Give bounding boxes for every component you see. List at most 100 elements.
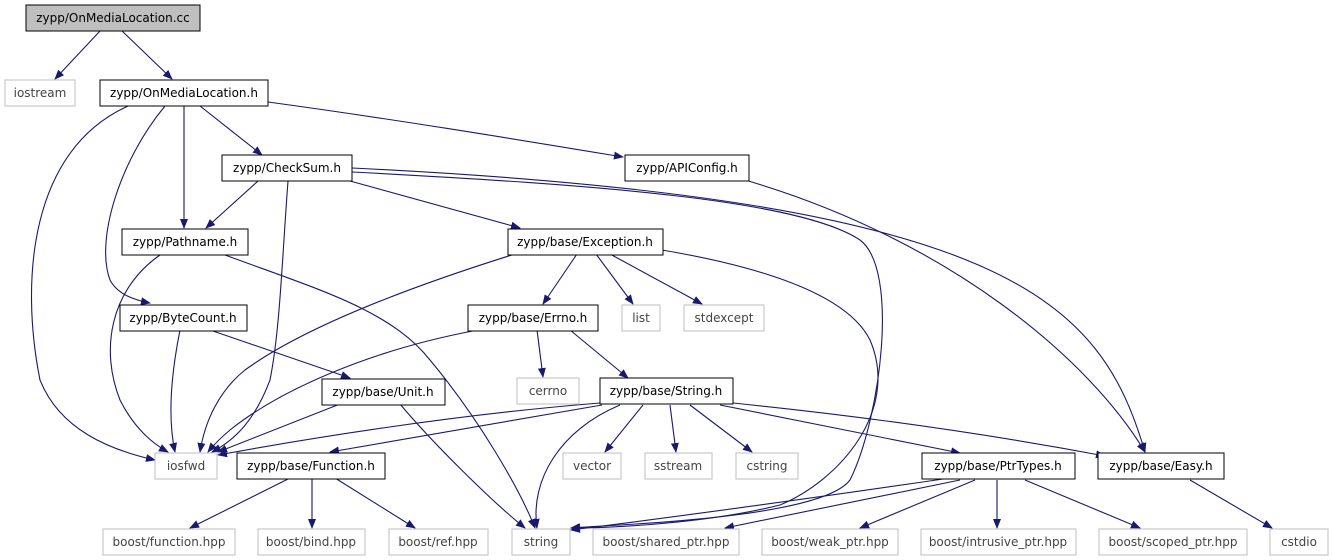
- node-label: boost/shared_ptr.hpp: [603, 535, 730, 549]
- edge-ptrtypes-boost-shared: [724, 479, 961, 531]
- node-string[interactable]: string: [511, 528, 571, 556]
- node-errno-h[interactable]: zypp/base/Errno.h: [467, 304, 599, 332]
- node-label: boost/function.hpp: [113, 535, 226, 549]
- edge-onmedialocation-bytecount: [105, 105, 166, 306]
- node-label: string: [524, 535, 558, 549]
- edge-string-h-cstring: [689, 404, 753, 453]
- edge-function-boost-function: [189, 477, 291, 529]
- edge-exception-iosfwd: [197, 253, 516, 453]
- edge-onmedialocation-iosfwd: [30, 105, 156, 462]
- node-label: boost/intrusive_ptr.hpp: [929, 535, 1067, 549]
- edge-ptrtypes-boost-scoped: [1024, 479, 1141, 529]
- node-label: zypp/APIConfig.h: [636, 161, 738, 175]
- edge-checksum-iosfwd: [211, 180, 289, 453]
- node-label: vector: [573, 459, 611, 473]
- edge-exception-stdexcept: [609, 253, 703, 305]
- edge-ptrtypes-string: [570, 477, 951, 533]
- node-boost-weak-ptr[interactable]: boost/weak_ptr.hpp: [761, 528, 899, 556]
- node-string-h[interactable]: zypp/base/String.h: [599, 377, 734, 405]
- node-root[interactable]: zypp/OnMediaLocation.cc: [25, 4, 201, 32]
- node-cstdio[interactable]: cstdio: [1269, 528, 1329, 556]
- node-list[interactable]: list: [621, 304, 661, 332]
- node-ptrtypes-h[interactable]: zypp/base/PtrTypes.h: [921, 452, 1076, 480]
- node-label: sstream: [654, 459, 702, 473]
- edge-apiconfig-easy: [744, 179, 1146, 453]
- edge-easy-cstdio: [1189, 479, 1273, 529]
- node-label: stdexcept: [695, 311, 754, 325]
- edge-exception-errno: [542, 253, 578, 305]
- node-boost-scoped-ptr[interactable]: boost/scoped_ptr.hpp: [1098, 528, 1248, 556]
- node-stdexcept[interactable]: stdexcept: [683, 304, 765, 332]
- node-label: boost/scoped_ptr.hpp: [1109, 535, 1238, 549]
- node-label: zypp/ByteCount.h: [129, 311, 236, 325]
- node-easy-h[interactable]: zypp/base/Easy.h: [1097, 452, 1225, 480]
- node-cstring[interactable]: cstring: [735, 452, 799, 480]
- node-label: boost/ref.hpp: [398, 535, 477, 549]
- edge-root-onmedialocation-h: [121, 30, 173, 80]
- node-vector[interactable]: vector: [562, 452, 622, 480]
- node-boost-shared-ptr[interactable]: boost/shared_ptr.hpp: [592, 528, 740, 556]
- node-label: boost/weak_ptr.hpp: [771, 535, 889, 549]
- edge-errno-string-h: [569, 329, 629, 379]
- node-onmedialocation-h[interactable]: zypp/OnMediaLocation.h: [99, 79, 269, 107]
- edge-bytecount-unit: [209, 329, 351, 379]
- node-label: zypp/base/Easy.h: [1109, 459, 1212, 473]
- node-label: zypp/OnMediaLocation.h: [110, 86, 258, 100]
- edge-string-h-string: [531, 404, 621, 529]
- node-label: cstdio: [1281, 535, 1317, 549]
- node-checksum-h[interactable]: zypp/CheckSum.h: [221, 154, 353, 182]
- node-boost-bind[interactable]: boost/bind.hpp: [257, 528, 366, 556]
- edge-checksum-pathname: [205, 180, 259, 229]
- edges: [30, 30, 1273, 533]
- node-label: zypp/Pathname.h: [133, 235, 238, 249]
- node-label: zypp/OnMediaLocation.cc: [36, 11, 190, 25]
- node-function-h[interactable]: zypp/base/Function.h: [236, 452, 386, 480]
- node-label: zypp/base/Exception.h: [517, 235, 653, 249]
- edge-string-h-vector: [604, 404, 644, 453]
- node-label: zypp/base/Function.h: [247, 459, 375, 473]
- node-label: iostream: [14, 86, 67, 100]
- node-label: boost/bind.hpp: [266, 535, 356, 549]
- node-label: list: [632, 311, 650, 325]
- node-iosfwd[interactable]: iosfwd: [154, 452, 218, 480]
- node-iostream[interactable]: iostream: [4, 79, 76, 107]
- edge-root-iostream: [54, 30, 101, 80]
- nodes: zypp/OnMediaLocation.cc iostream zypp/On…: [4, 4, 1329, 556]
- node-unit-h[interactable]: zypp/base/Unit.h: [321, 378, 446, 406]
- edge-checksum-easy: [351, 167, 1147, 453]
- node-boost-intrusive-ptr[interactable]: boost/intrusive_ptr.hpp: [920, 528, 1077, 556]
- node-boost-function[interactable]: boost/function.hpp: [102, 528, 236, 556]
- edge-pathname-string: [224, 254, 536, 529]
- edge-exception-list: [595, 253, 634, 305]
- edge-pathname-iosfwd: [109, 254, 169, 453]
- edge-string-h-ptrtypes: [719, 404, 961, 456]
- edge-unit-iosfwd: [217, 403, 341, 453]
- node-label: zypp/CheckSum.h: [233, 161, 341, 175]
- edge-onmedialocation-checksum: [199, 105, 263, 156]
- node-label: zypp/base/Errno.h: [479, 311, 588, 325]
- edge-ptrtypes-boost-weak: [859, 479, 976, 529]
- node-label: iosfwd: [167, 459, 205, 473]
- node-label: zypp/base/Unit.h: [332, 385, 433, 399]
- node-label: cerrno: [529, 384, 567, 398]
- node-cerrno[interactable]: cerrno: [516, 377, 580, 405]
- edge-unit-string: [399, 403, 526, 529]
- node-sstream[interactable]: sstream: [644, 452, 713, 480]
- edge-bytecount-iosfwd: [169, 329, 181, 453]
- edge-checksum-exception: [349, 180, 521, 230]
- edge-errno-iosfwd: [207, 329, 479, 453]
- node-boost-ref[interactable]: boost/ref.hpp: [388, 528, 489, 556]
- node-label: zypp/base/PtrTypes.h: [934, 459, 1061, 473]
- node-apiconfig-h[interactable]: zypp/APIConfig.h: [624, 154, 750, 182]
- edge-string-h-iosfwd: [217, 402, 601, 458]
- node-label: zypp/base/String.h: [610, 384, 723, 398]
- node-pathname-h[interactable]: zypp/Pathname.h: [121, 228, 249, 256]
- edge-string-h-sstream: [669, 404, 679, 453]
- edge-onmedialocation-apiconfig: [267, 101, 624, 160]
- node-exception-h[interactable]: zypp/base/Exception.h: [507, 228, 664, 256]
- edge-string-h-easy: [732, 402, 1106, 459]
- edge-function-boost-ref: [334, 477, 416, 529]
- node-label: cstring: [746, 459, 787, 473]
- node-bytecount-h[interactable]: zypp/ByteCount.h: [119, 304, 248, 332]
